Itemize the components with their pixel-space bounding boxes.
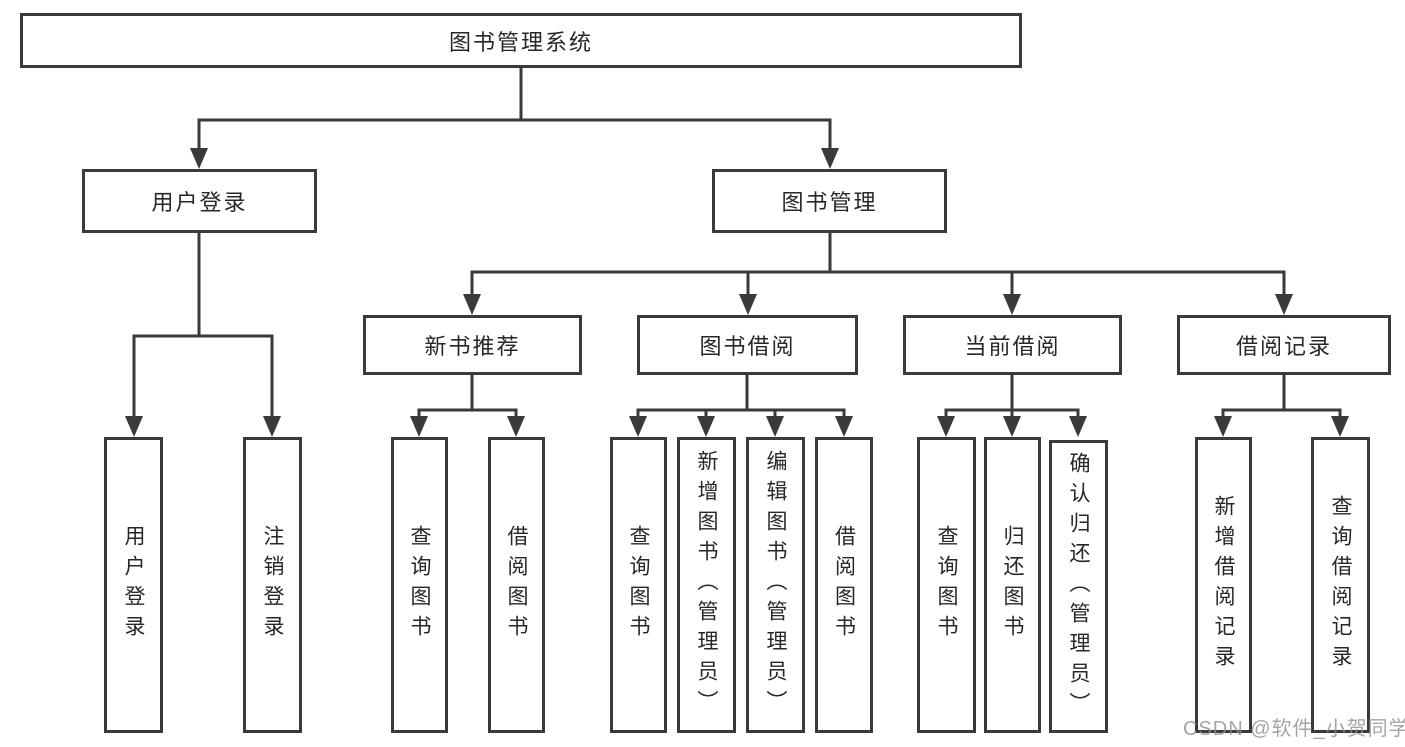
node-label: 图书管理系统 [448,29,593,55]
node-label: 新书推荐 [424,334,521,359]
leaf-query-borrow-record: 查询借阅记录 [1311,437,1370,733]
leaf-user-login: 用户登录 [104,437,163,733]
leaf-borrow-books: 借阅图书 [815,437,873,733]
leaf-add-borrow-record: 新增借阅记录 [1195,437,1252,733]
node-label: 用户登录 [151,190,248,215]
leaf-current-query-books: 查询图书 [917,437,976,733]
node-label: 查询图书 [935,525,958,645]
node-label: 查询图书 [408,525,431,645]
leaf-edit-books-admin: 编辑图书（管理员） [746,437,805,733]
node-label: 新增图书（管理员） [695,450,718,720]
leaf-recommend-borrow-books: 借阅图书 [488,437,545,733]
leaf-confirm-return-admin: 确认归还（管理员） [1049,440,1108,733]
leaf-borrow-query-books: 查询图书 [610,437,667,733]
node-user-login: 用户登录 [82,169,317,233]
node-book-management: 图书管理 [712,169,947,233]
csdn-watermark: CSDN @软件_小贺同学 [1183,718,1405,740]
leaf-add-books-admin: 新增图书（管理员） [677,437,736,733]
node-label: 编辑图书（管理员） [764,450,787,720]
node-label: 注销登录 [261,525,284,645]
node-label: 当前借阅 [964,334,1061,359]
leaf-recommend-query-books: 查询图书 [391,437,448,733]
node-book-borrow: 图书借阅 [637,315,858,375]
node-label: 借阅图书 [505,525,528,645]
node-new-book-recommend: 新书推荐 [363,315,582,375]
node-label: 用户登录 [122,525,145,645]
leaf-logout: 注销登录 [243,437,302,733]
node-label: 图书借阅 [699,334,796,359]
node-label: 图书管理 [781,190,878,215]
node-borrow-records: 借阅记录 [1177,315,1391,375]
node-label: 查询图书 [627,525,650,645]
node-label: 归还图书 [1001,525,1024,645]
node-label: 借阅图书 [832,525,856,645]
node-label: 借阅记录 [1235,334,1332,359]
node-current-borrow: 当前借阅 [903,315,1122,375]
node-label: 新增借阅记录 [1212,495,1235,675]
node-label: 查询借阅记录 [1329,495,1352,675]
node-library-system: 图书管理系统 [20,13,1022,68]
node-label: 确认归还（管理员） [1067,451,1090,722]
leaf-return-books: 归还图书 [984,437,1041,733]
